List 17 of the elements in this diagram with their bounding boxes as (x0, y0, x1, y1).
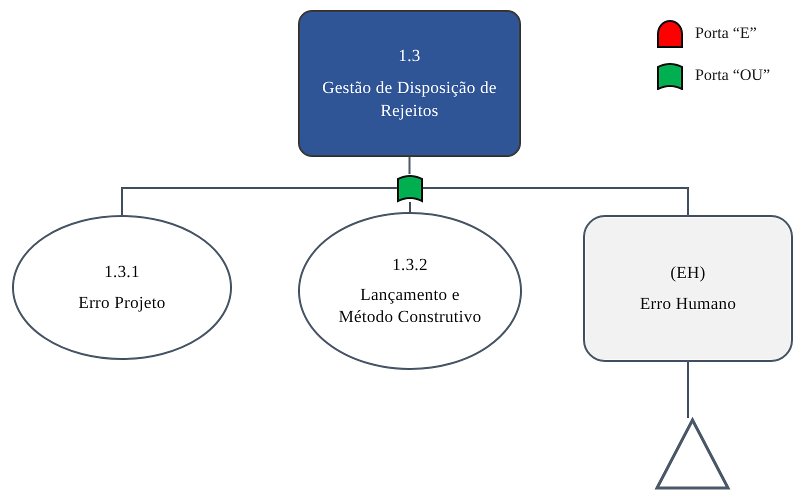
event-number: (EH) (670, 262, 706, 284)
event-title: Gestão de Disposição de Rejeitos (321, 77, 498, 122)
legend-label: Porta “E” (695, 25, 757, 43)
event-title: Erro Projeto (78, 292, 166, 314)
connector-line (121, 187, 397, 215)
event-title: Erro Humano (640, 292, 736, 314)
event-number: 1.3 (398, 45, 421, 68)
connector-line (423, 187, 689, 215)
event-number: 1.3.1 (104, 261, 140, 284)
event-number: 1.3.2 (392, 254, 428, 276)
top-event-box (298, 10, 521, 157)
event-title: Lançamento e Método Construtivo (338, 284, 482, 328)
connector-line (409, 202, 411, 212)
event-box (583, 215, 793, 362)
connector-line (687, 362, 689, 418)
connector-line (408, 157, 410, 174)
legend-label: Porta “OU” (695, 67, 770, 85)
